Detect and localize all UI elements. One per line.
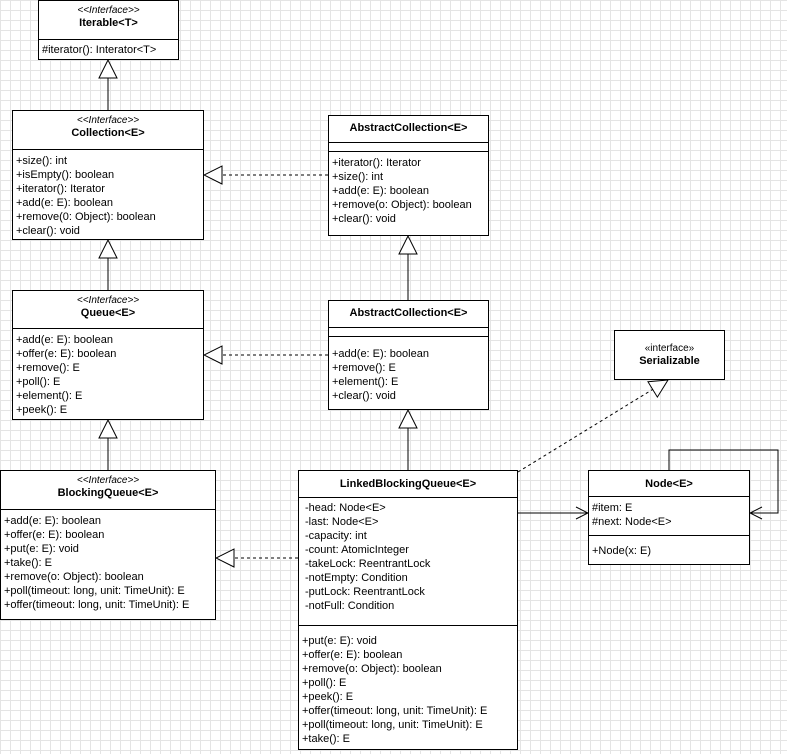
member-line: +remove(o: Object): boolean [302, 663, 442, 675]
member-line: +add(e: E): boolean [16, 197, 113, 209]
methods-compartment: +iterator(): Iterator +size(): int +add(e:… [329, 152, 488, 226]
class-name: Iterable<T> [79, 17, 138, 29]
methods-compartment: +add(e: E): boolean +offer(e: E): boolean… [1, 510, 215, 612]
member-line: +remove(o: Object): boolean [332, 199, 472, 211]
member-line: -putLock: ReentrantLock [305, 586, 425, 598]
member-line: +clear(): void [332, 390, 396, 402]
member-line: -last: Node<E> [305, 516, 379, 528]
member-line: +add(e: E): boolean [4, 515, 101, 527]
class-name: Collection<E> [71, 127, 145, 139]
member-line: +take(): E [302, 733, 350, 745]
edge-node-self-association [668, 449, 779, 513]
class-queue[interactable]: <<Interface>> Queue<E> +add(e: E): boole… [12, 290, 204, 420]
methods-compartment: +add(e: E): boolean +offer(e: E): boolean… [13, 329, 203, 417]
member-line: +offer(e: E): boolean [4, 529, 105, 541]
class-abstract-queue[interactable]: AbstractCollection<E> +add(e: E): boolea… [328, 300, 489, 410]
methods-compartment: +size(): int +isEmpty(): boolean +iterator… [13, 150, 203, 238]
stereotype-label: «interface» [644, 343, 695, 354]
member-line: +remove(o: Object): boolean [4, 571, 144, 583]
member-line: -takeLock: ReentrantLock [305, 558, 431, 570]
class-linked-blocking-queue[interactable]: LinkedBlockingQueue<E> -head: Node<E> -la… [298, 470, 518, 750]
member-line: +offer(e: E): boolean [16, 348, 117, 360]
member-line: +put(e: E): void [4, 543, 79, 555]
member-line: +offer(e: E): boolean [302, 649, 403, 661]
member-line: -count: AtomicInteger [305, 544, 409, 556]
stereotype-label: <<Interface>> [76, 295, 140, 306]
member-line: +remove(): E [332, 362, 396, 374]
member-line: +element(): E [332, 376, 399, 388]
class-node[interactable]: Node<E> #item: E #next: Node<E> +Node(x: … [588, 470, 750, 565]
methods-compartment: +add(e: E): boolean +remove(): E +element(… [329, 337, 488, 403]
member-line: +iterator(): Iterator [16, 183, 105, 195]
member-line: +Node(x: E) [592, 545, 651, 557]
member-line: +add(e: E): boolean [16, 334, 113, 346]
member-line: +poll(timeout: long, unit: TimeUnit): E [4, 585, 185, 597]
member-line: +peek(): E [302, 691, 354, 703]
member-line: +element(): E [16, 390, 83, 402]
class-name: Node<E> [645, 478, 693, 490]
attributes-compartment [329, 143, 488, 152]
class-name: Queue<E> [80, 307, 136, 319]
class-blocking-queue[interactable]: <<Interface>> BlockingQueue<E> +add(e: E… [0, 470, 216, 620]
member-line: +size(): int [332, 171, 384, 183]
member-line: +remove(): E [16, 362, 80, 374]
methods-compartment: +Node(x: E) [589, 536, 749, 558]
member-line: +poll(): E [302, 677, 347, 689]
member-line: -capacity: int [305, 530, 367, 542]
stereotype-label: <<Interface>> [77, 5, 140, 16]
methods-compartment: +put(e: E): void +offer(e: E): boolean +re… [299, 626, 517, 746]
class-serializable[interactable]: «interface» Serializable [614, 330, 725, 380]
class-iterable[interactable]: <<Interface>> Iterable<T> #iterator(): I… [38, 0, 179, 60]
member-line: +size(): int [16, 155, 68, 167]
class-name: AbstractCollection<E> [349, 122, 468, 134]
class-collection[interactable]: <<Interface>> Collection<E> +size(): int… [12, 110, 204, 240]
member-line: +peek(): E [16, 404, 68, 416]
class-name: BlockingQueue<E> [57, 487, 159, 499]
member-line: #next: Node<E> [592, 516, 672, 528]
member-line: +add(e: E): boolean [332, 348, 429, 360]
member-line: +poll(timeout: long, unit: TimeUnit): E [302, 719, 483, 731]
member-line: -head: Node<E> [305, 502, 386, 514]
stereotype-label: <<Interface>> [76, 475, 140, 486]
member-line: +isEmpty(): boolean [16, 169, 115, 181]
class-abstract-collection[interactable]: AbstractCollection<E> +iterator(): Itera… [328, 115, 489, 236]
member-line: +iterator(): Iterator [332, 157, 421, 169]
edge-linkedblockingqueue-to-serializable [517, 380, 668, 473]
member-line: +put(e: E): void [302, 635, 377, 647]
attributes-compartment: #item: E #next: Node<E> [589, 497, 749, 536]
attributes-compartment: -head: Node<E> -last: Node<E> -capacity: i… [299, 498, 517, 626]
member-line: +take(): E [4, 557, 52, 569]
member-line: +poll(): E [16, 376, 61, 388]
member-line: #item: E [592, 502, 633, 514]
class-name: Serializable [639, 355, 700, 367]
member-line: +add(e: E): boolean [332, 185, 429, 197]
class-name: AbstractCollection<E> [349, 307, 468, 319]
class-name: LinkedBlockingQueue<E> [339, 478, 477, 490]
member-line: +offer(timeout: long, unit: TimeUnit): E [4, 599, 190, 611]
attributes-compartment [329, 328, 488, 337]
member-line: -notFull: Condition [305, 600, 395, 612]
member-line: +clear(): void [16, 225, 80, 237]
member-line: -notEmpty: Condition [305, 572, 408, 584]
member-line: +remove(0: Object): boolean [16, 211, 156, 223]
member-line: +clear(): void [332, 213, 396, 225]
member-line: #iterator(): Interator<T> [42, 44, 157, 56]
member-line: +offer(timeout: long, unit: TimeUnit): E [302, 705, 488, 717]
methods-compartment: #iterator(): Interator<T> [39, 40, 178, 57]
stereotype-label: <<Interface>> [76, 115, 140, 126]
